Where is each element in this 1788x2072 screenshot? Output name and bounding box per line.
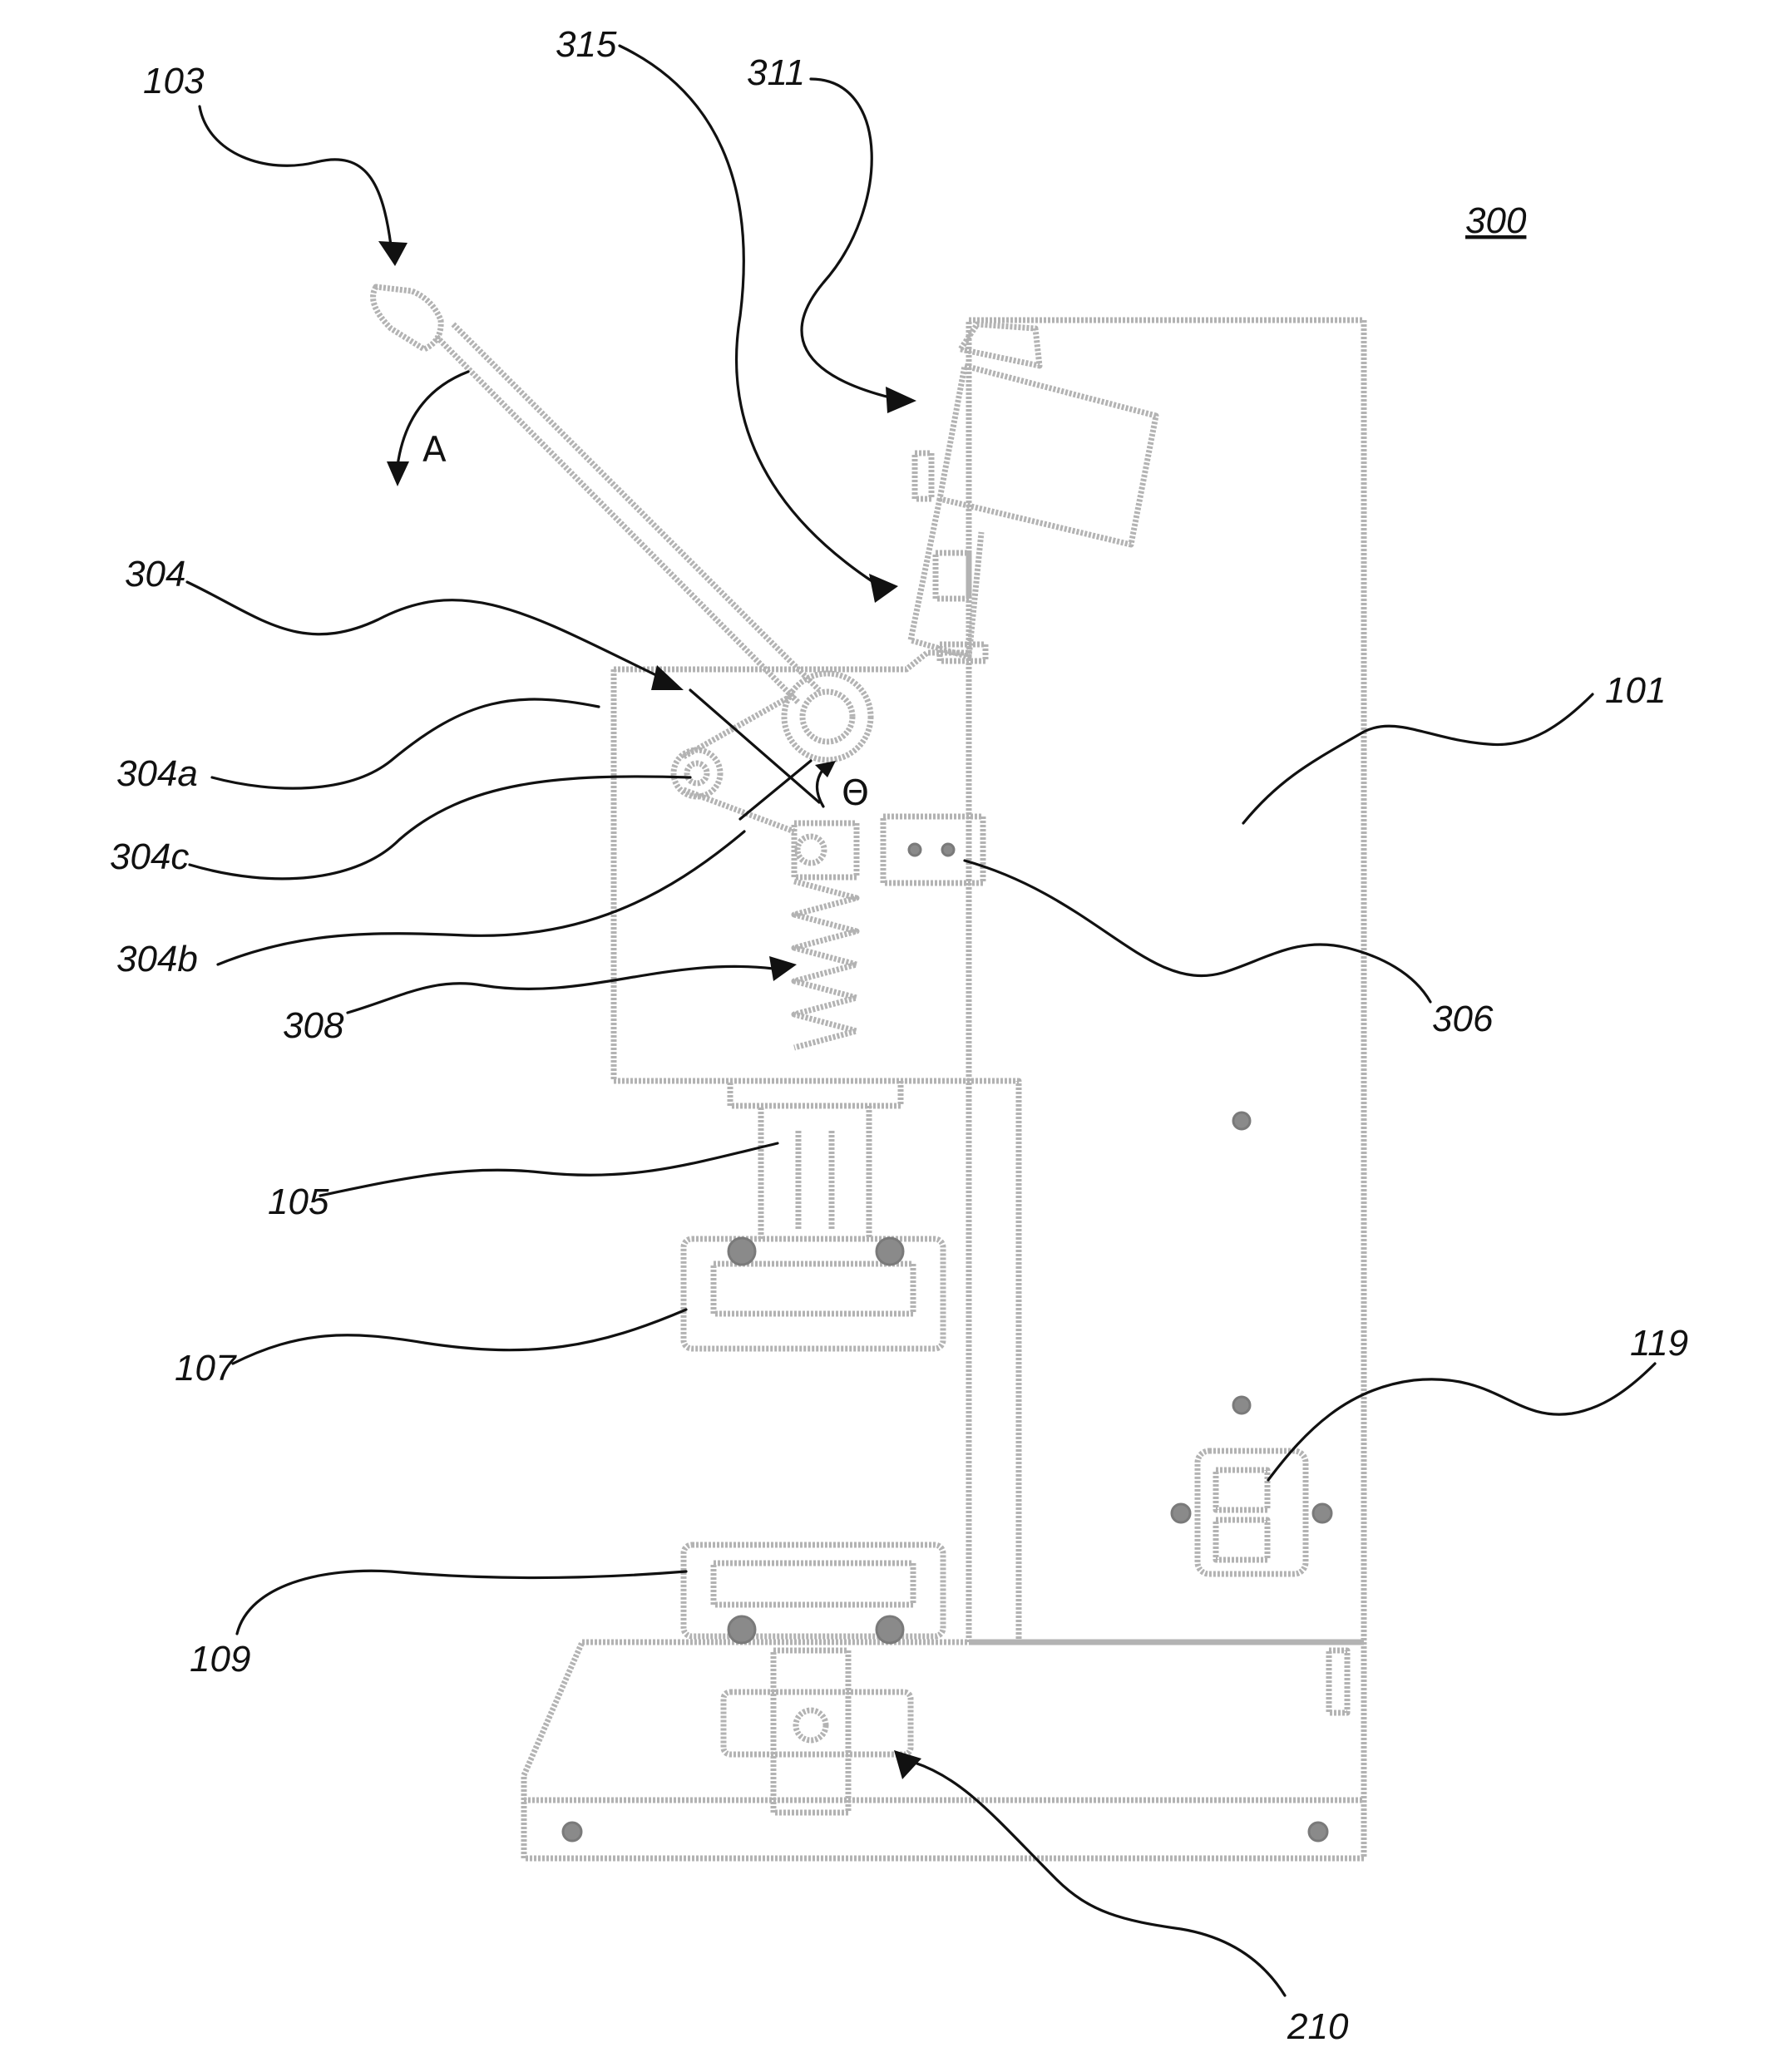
lower-screw-left: [729, 1616, 755, 1643]
lever-arm: [437, 324, 819, 703]
upper-clamp: [684, 1238, 943, 1349]
leader-101: [1243, 694, 1593, 823]
base-fixture: [724, 1650, 911, 1813]
label-308: 308: [283, 1005, 344, 1046]
sensor-dot-1: [909, 844, 921, 856]
column-screw-lower: [1233, 1397, 1250, 1413]
fixture-hole: [796, 1710, 826, 1740]
label-306: 306: [1432, 999, 1494, 1039]
link-pin: [674, 750, 720, 797]
leader-315: [620, 46, 873, 582]
leader-304: [187, 582, 661, 678]
leader-105: [320, 1143, 778, 1196]
upper-screw-right: [877, 1238, 903, 1265]
indicator-window-top: [1216, 1470, 1267, 1510]
label-107: 107: [175, 1348, 237, 1389]
plunger-collar: [730, 1081, 901, 1106]
gauge-assembly: [911, 324, 1156, 661]
leader-311: [802, 79, 890, 397]
label-105: 105: [268, 1182, 329, 1222]
bracket-slot: [936, 553, 969, 599]
base-side-slot: [1329, 1650, 1347, 1713]
lever-knob: [373, 287, 442, 349]
linkage: [674, 694, 857, 877]
fixture-post: [773, 1650, 848, 1813]
arrowhead-103: [378, 241, 407, 266]
spring: [794, 881, 857, 1048]
spring-cap-hole: [798, 836, 824, 863]
lower-clamp-inner: [714, 1563, 913, 1605]
base-screw-left: [563, 1823, 581, 1841]
fixture-jaw: [724, 1692, 911, 1754]
gauge-side-tab: [915, 453, 931, 499]
figure-ref-label: 300: [1465, 200, 1527, 241]
pivot-outer: [784, 673, 871, 760]
upper-screw-left: [729, 1238, 755, 1265]
rotation-arrow-head: [387, 461, 409, 486]
main-column: [969, 320, 1364, 1642]
indicator-window-bottom: [1216, 1520, 1267, 1560]
column-screw-upper: [1233, 1112, 1250, 1129]
label-304b: 304b: [116, 939, 198, 979]
label-311: 311: [747, 52, 805, 93]
gauge-clip: [961, 324, 1040, 366]
indicator-screw-right: [1313, 1504, 1331, 1522]
pivot-inner: [803, 692, 852, 742]
upper-clamp-body: [684, 1239, 943, 1349]
lower-clamp-body: [684, 1545, 943, 1636]
label-119: 119: [1630, 1323, 1688, 1364]
link-arms: [684, 694, 794, 831]
upper-clamp-inner: [714, 1264, 913, 1314]
label-210: 210: [1287, 2006, 1349, 2047]
leader-119: [1268, 1364, 1655, 1480]
indicator-screw-left: [1172, 1504, 1190, 1522]
labels: 300 103 315 311 304 304a 304c 304b 308 1…: [110, 24, 1688, 2047]
arrowhead-308: [769, 956, 797, 981]
angle-line-2: [740, 761, 811, 819]
leader-103: [200, 106, 391, 245]
label-109: 109: [190, 1639, 250, 1680]
leader-308: [348, 966, 773, 1013]
leader-109: [237, 1571, 686, 1634]
label-304c: 304c: [110, 836, 189, 877]
lower-clamp: [684, 1545, 943, 1643]
label-103: 103: [143, 61, 205, 101]
lever-handle: [373, 287, 871, 760]
label-304: 304: [125, 554, 185, 594]
angle-label: Θ: [842, 772, 869, 813]
plunger: [730, 1081, 901, 1239]
leader-304a: [212, 699, 599, 788]
rotation-label: A: [422, 429, 447, 470]
base-screw-right: [1309, 1823, 1327, 1841]
sensor-dot-2: [942, 844, 954, 856]
arrowhead-315: [869, 574, 898, 603]
plunger-shaft: [761, 1106, 869, 1239]
leader-107: [233, 1310, 686, 1364]
arrowhead-311: [886, 387, 916, 413]
label-101: 101: [1605, 670, 1666, 711]
gauge-box: [940, 366, 1156, 545]
angle-arc-arrowhead: [815, 761, 836, 777]
leader-304b: [218, 831, 744, 964]
lower-screw-right: [877, 1616, 903, 1643]
label-304a: 304a: [116, 753, 198, 794]
leader-306: [965, 861, 1430, 1002]
base: [524, 1642, 1364, 1858]
indicator: [1172, 1451, 1331, 1574]
label-315: 315: [556, 24, 617, 65]
link-pin-center: [687, 763, 707, 783]
